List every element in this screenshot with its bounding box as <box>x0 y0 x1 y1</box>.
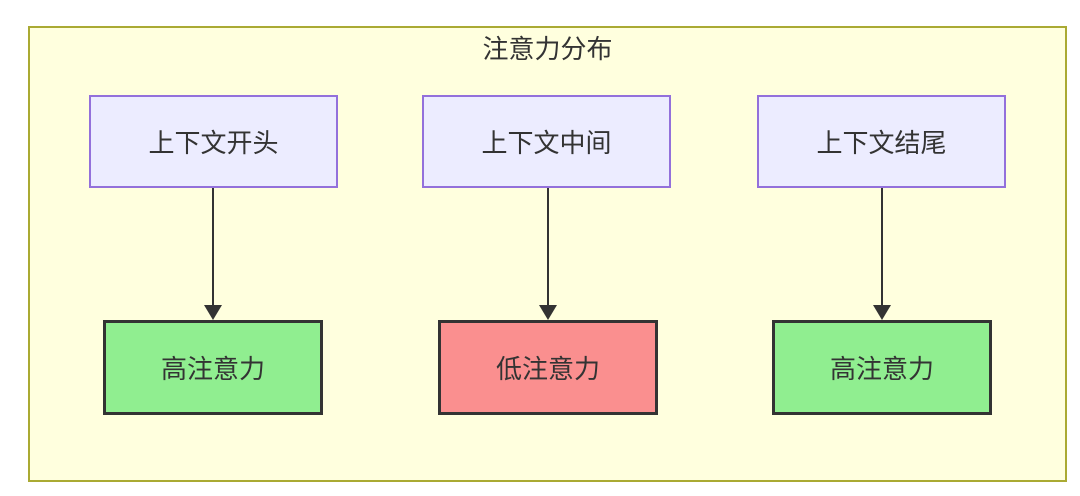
arrowhead-icon <box>204 305 222 320</box>
arrow-line-middle <box>547 188 549 306</box>
node-high-attention-left: 高注意力 <box>103 320 323 415</box>
node-context-middle: 上下文中间 <box>422 95 671 188</box>
arrowhead-icon <box>873 305 891 320</box>
node-label: 上下文中间 <box>481 128 612 158</box>
node-context-beginning: 上下文开头 <box>89 95 338 188</box>
node-label: 上下文开头 <box>148 128 279 158</box>
node-label: 高注意力 <box>160 354 265 384</box>
node-label: 高注意力 <box>829 354 934 384</box>
node-context-end: 上下文结尾 <box>757 95 1006 188</box>
node-label: 上下文结尾 <box>816 128 947 158</box>
node-low-attention-middle: 低注意力 <box>438 320 658 415</box>
arrowhead-icon <box>539 305 557 320</box>
node-label: 低注意力 <box>495 354 600 384</box>
node-high-attention-right: 高注意力 <box>772 320 992 415</box>
arrow-line-end <box>881 188 883 306</box>
arrow-line-beginning <box>212 188 214 306</box>
diagram-title: 注意力分布 <box>482 34 613 64</box>
